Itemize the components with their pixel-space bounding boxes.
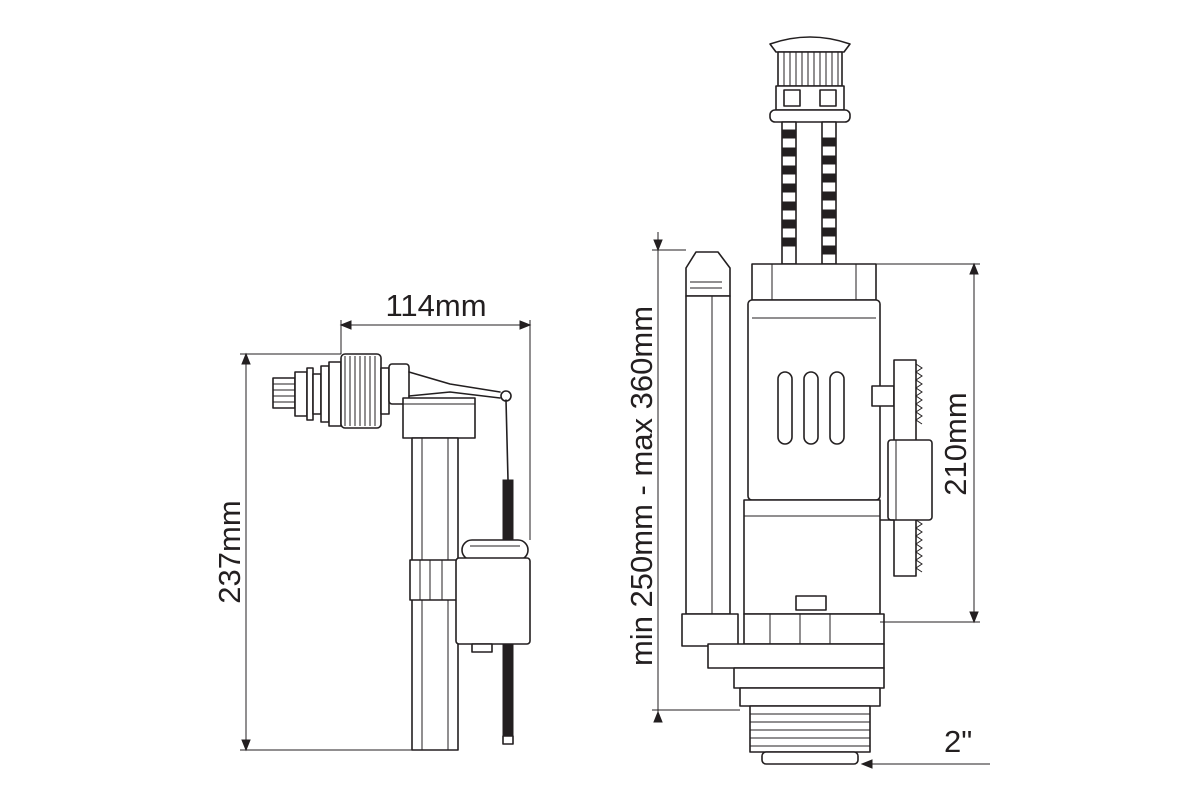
fill-valve-body	[409, 437, 463, 751]
fill-valve-locknut	[340, 353, 390, 429]
dimension-range: min 250mm - max 360mm	[624, 232, 740, 723]
overflow-tube	[681, 251, 739, 647]
flush-body-lower	[707, 499, 885, 689]
flush-valve	[681, 36, 933, 765]
flush-body-upper	[747, 263, 881, 501]
fill-valve	[272, 353, 531, 751]
height-adjuster	[847, 359, 933, 577]
width-label: 114mm	[385, 288, 486, 323]
fill-valve-inlet	[272, 361, 342, 427]
dimension-height: 237mm	[212, 352, 412, 752]
height-label: 237mm	[212, 500, 247, 603]
dimension-thread: 2"	[860, 724, 990, 769]
flush-base-thread	[739, 687, 881, 765]
push-button	[769, 36, 851, 123]
dimension-flush-height: 210mm	[876, 262, 980, 624]
range-label: min 250mm - max 360mm	[624, 306, 659, 666]
fill-valve-head	[388, 363, 512, 439]
fill-valve-float	[455, 539, 531, 653]
flush-height-label: 210mm	[938, 392, 973, 495]
dimension-width: 114mm	[339, 288, 532, 540]
thread-label: 2"	[944, 724, 972, 759]
flush-cables	[781, 121, 837, 265]
